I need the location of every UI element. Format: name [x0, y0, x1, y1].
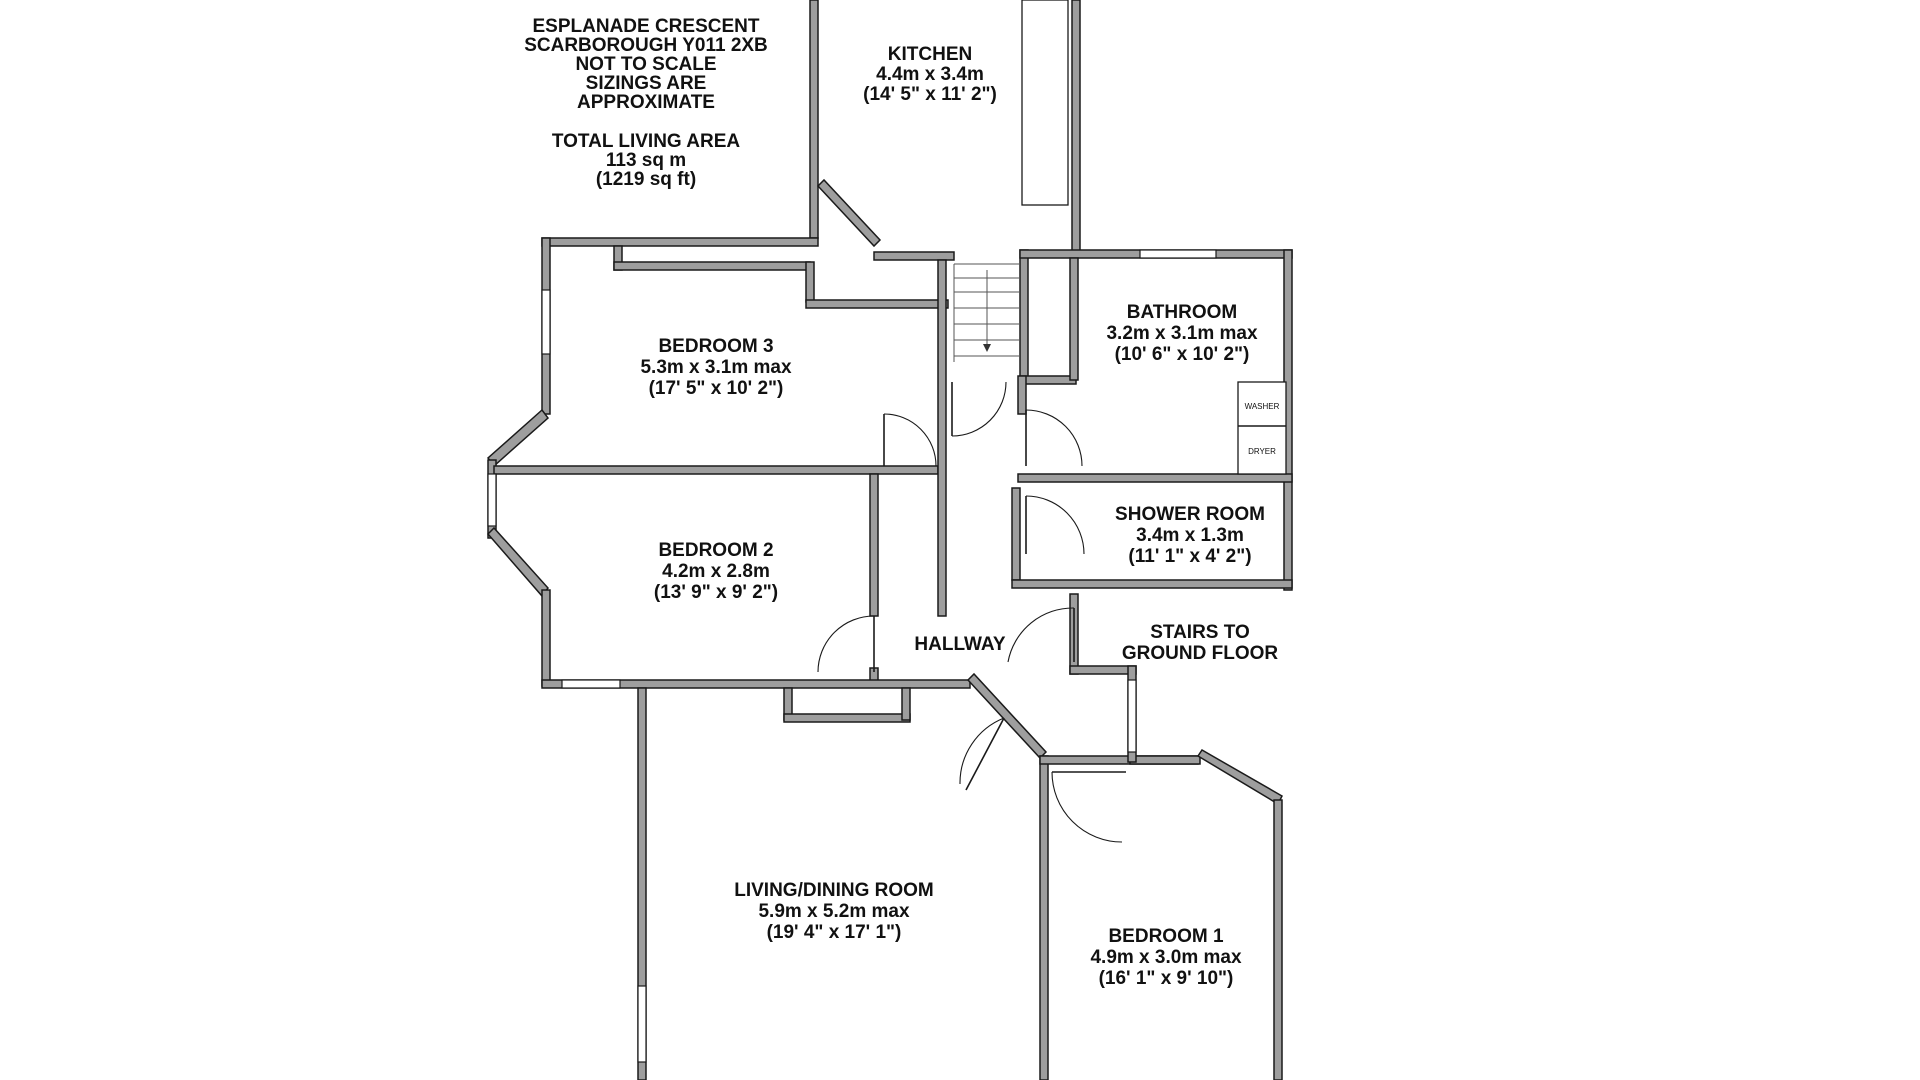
stairs-label: STAIRS TO GROUND FLOOR: [1122, 622, 1278, 664]
room-shower-room: SHOWER ROOM 3.4m x 1.3m (11' 1" x 4' 2"): [1115, 504, 1265, 567]
wall-segment: [541, 237, 819, 247]
room-hallway: HALLWAY: [914, 634, 1005, 655]
room-name: BEDROOM 1: [1108, 926, 1224, 947]
window: [487, 473, 497, 527]
room-size-imperial: (19' 4" x 17' 1"): [767, 922, 902, 943]
room-size-metric: 4.2m x 2.8m: [662, 561, 770, 582]
wall-segment: [493, 465, 939, 475]
stairs-line-2: GROUND FLOOR: [1122, 643, 1278, 664]
room-bedroom-2: BEDROOM 2 4.2m x 2.8m (13' 9" x 9' 2"): [654, 540, 778, 603]
total-area-imperial: (1219 sq ft): [596, 169, 696, 190]
wall-segment: [1273, 799, 1283, 1080]
room-name: BEDROOM 2: [658, 540, 773, 561]
door-swing: [1007, 607, 1075, 663]
wall-segment: [1019, 375, 1077, 385]
stair-arrow-head: [983, 344, 991, 352]
stairs-drawing: [953, 263, 1020, 362]
wall-segment: [1039, 755, 1049, 1080]
room-name: BEDROOM 3: [658, 336, 773, 357]
room-name: LIVING/DINING ROOM: [734, 880, 934, 901]
doors: [817, 381, 1126, 843]
room-name: BATHROOM: [1127, 302, 1237, 323]
wall-segment: [809, 0, 819, 239]
wall-segment: [805, 299, 949, 309]
stairs-line-1: STAIRS TO: [1150, 622, 1250, 643]
window: [1127, 679, 1137, 753]
wall-segment: [1011, 579, 1293, 589]
wall-segment: [873, 251, 955, 261]
wall-segment: [541, 589, 551, 687]
window: [561, 679, 621, 689]
washer-dryer-stack: [1237, 381, 1287, 475]
wall-segment: [1069, 257, 1079, 381]
door-swing: [883, 413, 937, 467]
room-size-metric: 4.4m x 3.4m: [876, 64, 984, 85]
wall-segment: [1019, 249, 1029, 381]
bay-wall: [486, 408, 550, 468]
room-size-imperial: (13' 9" x 9' 2"): [654, 582, 778, 603]
door-swing: [951, 381, 1007, 437]
wall-segment: [1196, 748, 1283, 806]
wall-segment: [869, 473, 879, 617]
room-size-metric: 4.9m x 3.0m max: [1090, 947, 1241, 968]
window: [637, 985, 647, 1063]
window: [541, 289, 551, 355]
room-size-imperial: (11' 1" x 4' 2"): [1128, 546, 1251, 567]
scale-note: NOT TO SCALE: [575, 54, 716, 75]
door-swing: [1025, 409, 1083, 467]
bay-wall: [486, 526, 549, 598]
room-bedroom-1: BEDROOM 1 4.9m x 3.0m max (16' 1" x 9' 1…: [1090, 926, 1241, 989]
wall-segment: [613, 261, 811, 271]
address-line: SCARBOROUGH Y011 2XB: [524, 35, 768, 56]
door-swing: [1051, 771, 1123, 843]
total-area-title: TOTAL LIVING AREA: [552, 131, 741, 152]
wall-segment: [1011, 487, 1021, 581]
wall-segment: [783, 713, 911, 723]
room-bedroom-3: BEDROOM 3 5.3m x 3.1m max (17' 5" x 10' …: [640, 336, 791, 399]
sizing-note: SIZINGS ARE: [586, 73, 707, 94]
wall-segment: [541, 679, 971, 689]
kitchen-worktop: [1021, 0, 1069, 206]
door-swing: [817, 615, 875, 673]
windows: [487, 249, 1217, 1063]
room-size-imperial: (16' 1" x 9' 10"): [1099, 968, 1234, 989]
door: [965, 717, 1005, 791]
room-name: KITCHEN: [888, 44, 972, 65]
room-living-dining: LIVING/DINING ROOM 5.9m x 5.2m max (19' …: [734, 880, 934, 943]
wall-segment: [966, 672, 1048, 760]
sizing-note: APPROXIMATE: [577, 92, 715, 113]
wall-segment: [805, 261, 815, 303]
wall-segment: [1017, 473, 1293, 483]
header-notes: ESPLANADE CRESCENT SCARBOROUGH Y011 2XB …: [524, 16, 768, 190]
room-name: SHOWER ROOM: [1115, 504, 1265, 525]
room-bathroom: BATHROOM 3.2m x 3.1m max (10' 6" x 10' 2…: [1106, 302, 1257, 365]
utility-fixtures: WASHER DRYER: [1237, 381, 1287, 475]
door-swing: [1025, 495, 1085, 555]
wall-segment: [1129, 755, 1201, 765]
room-size-metric: 5.9m x 5.2m max: [758, 901, 909, 922]
washer-label: WASHER: [1245, 402, 1280, 411]
total-area-metric: 113 sq m: [606, 150, 686, 171]
wall-segment: [637, 687, 647, 1080]
room-size-imperial: (17' 5" x 10' 2"): [649, 378, 784, 399]
wall-segment: [1069, 665, 1137, 675]
room-size-metric: 3.4m x 1.3m: [1136, 525, 1244, 546]
room-size-metric: 3.2m x 3.1m max: [1106, 323, 1257, 344]
wall-segment: [1017, 375, 1027, 415]
room-size-metric: 5.3m x 3.1m max: [640, 357, 791, 378]
wall-segment: [937, 259, 947, 617]
room-kitchen: KITCHEN 4.4m x 3.4m (14' 5" x 11' 2"): [863, 44, 997, 105]
room-size-imperial: (14' 5" x 11' 2"): [863, 84, 997, 105]
room-size-imperial: (10' 6" x 10' 2"): [1115, 344, 1250, 365]
dryer-label: DRYER: [1248, 447, 1276, 456]
door-swing: [959, 717, 1005, 785]
wall-segment: [816, 178, 882, 248]
window: [1139, 249, 1217, 259]
address-line: ESPLANADE CRESCENT: [533, 16, 760, 37]
wall-segment: [1071, 0, 1081, 257]
room-name: HALLWAY: [914, 634, 1005, 655]
wall-segment: [901, 687, 911, 721]
